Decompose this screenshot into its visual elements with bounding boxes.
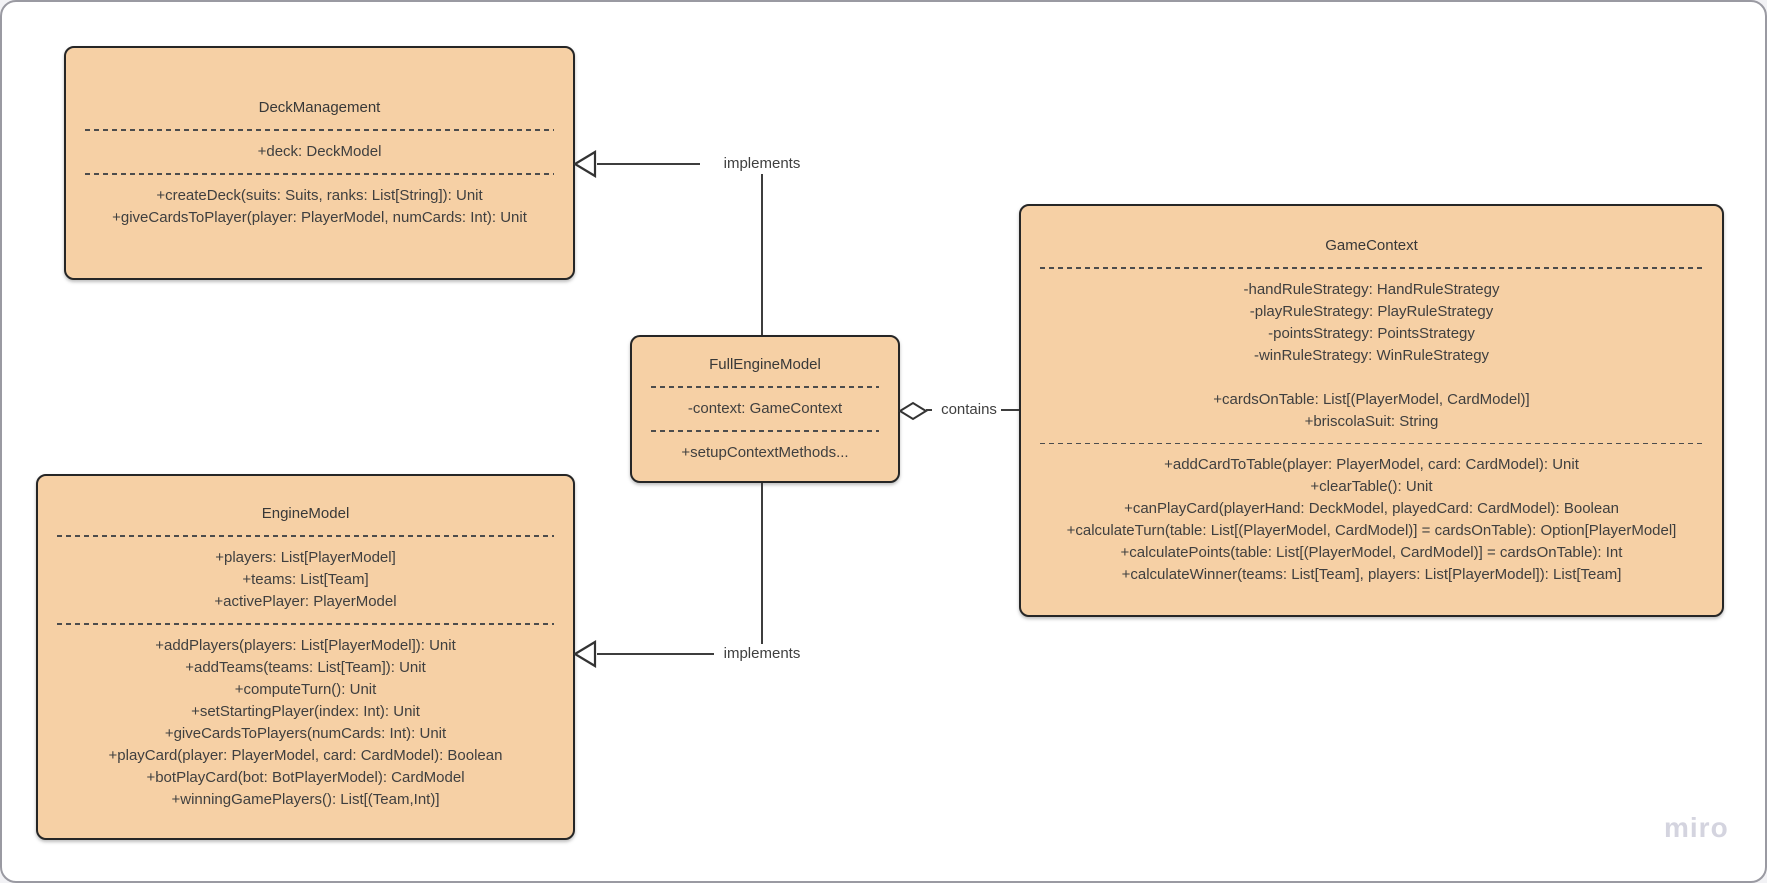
section-divider xyxy=(1040,266,1703,269)
aggregation-diamond-icon xyxy=(898,401,928,421)
member-row: -context: GameContext xyxy=(687,400,843,417)
class-title: EngineModel xyxy=(261,505,350,523)
member-row: +players: List[PlayerModel] xyxy=(215,549,396,566)
connector-label-implements-top[interactable]: implements xyxy=(700,154,824,174)
class-title: DeckManagement xyxy=(258,99,381,117)
member-row: -handRuleStrategy: HandRuleStrategy xyxy=(1243,280,1500,298)
member-row: +calculateWinner(teams: List[Team], play… xyxy=(1121,566,1622,584)
connector-label-implements-bottom[interactable]: implements xyxy=(700,644,824,664)
section-divider xyxy=(1040,442,1703,445)
connector-label-contains[interactable]: contains xyxy=(932,400,1006,420)
member-row: +giveCardsToPlayer(player: PlayerModel, … xyxy=(112,208,527,226)
member-row: -winRuleStrategy: WinRuleStrategy xyxy=(1253,346,1490,364)
member-row: +teams: List[Team] xyxy=(242,571,369,588)
member-row: +winningGamePlayers(): List[(Team,Int)] xyxy=(171,790,440,808)
attributes-list: -handRuleStrategy: HandRuleStrategy -play… xyxy=(1021,279,1722,433)
member-row: +addTeams(teams: List[Team]): Unit xyxy=(185,658,426,676)
attributes-list: +players: List[PlayerModel] +teams: List[… xyxy=(38,547,573,613)
miro-logo: miro xyxy=(1664,812,1729,843)
member-row: +setStartingPlayer(index: Int): Unit xyxy=(191,702,420,720)
connector-line[interactable] xyxy=(761,174,764,335)
class-title: GameContext xyxy=(1325,236,1418,254)
methods-list: +setupContextMethods... xyxy=(632,442,898,464)
section-divider xyxy=(651,386,879,388)
member-row: +clearTable(): Unit xyxy=(1310,478,1433,496)
member-row: +activePlayer: PlayerModel xyxy=(214,593,397,610)
member-row: +cardsOnTable: List[(PlayerModel, CardMo… xyxy=(1213,390,1530,408)
member-row: +createDeck(suits: Suits, ranks: List[St… xyxy=(156,186,483,204)
member-row: +computeTurn(): Unit xyxy=(234,680,377,698)
member-row: +calculatePoints(table: List[(PlayerMode… xyxy=(1120,544,1623,562)
class-box-enginemodel[interactable]: EngineModel +players: List[PlayerModel]+… xyxy=(36,474,575,840)
class-title: FullEngineModel xyxy=(709,356,821,374)
member-row: +giveCardsToPlayers(numCards: Int): Unit xyxy=(164,724,447,742)
section-divider xyxy=(651,430,879,432)
member-row: +playCard(player: PlayerModel, card: Car… xyxy=(108,746,503,764)
member-row: +calculateTurn(table: List[(PlayerModel,… xyxy=(1066,522,1677,540)
class-box-fullenginemodel[interactable]: FullEngineModel -context: GameContext +s… xyxy=(630,335,900,483)
member-row: -pointsStrategy: PointsStrategy xyxy=(1268,324,1475,342)
connector-line[interactable] xyxy=(597,653,714,656)
section-divider xyxy=(85,173,554,175)
member-row: +deck: DeckModel xyxy=(257,143,382,160)
section-divider xyxy=(85,129,554,131)
attributes-list: -context: GameContext xyxy=(632,398,898,420)
member-row: +canPlayCard(playerHand: DeckModel, play… xyxy=(1124,500,1619,518)
connector-line[interactable] xyxy=(597,163,714,166)
realization-arrowhead-icon xyxy=(573,640,597,668)
member-row xyxy=(1021,367,1722,389)
connector-line[interactable] xyxy=(926,409,936,412)
connector-line[interactable] xyxy=(1001,409,1019,412)
section-divider xyxy=(57,623,554,625)
connector-line[interactable] xyxy=(761,483,764,645)
class-box-gamecontext[interactable]: GameContext -handRuleStrategy: HandRuleS… xyxy=(1019,204,1724,617)
attributes-list: +deck: DeckModel xyxy=(66,141,573,163)
member-row: -playRuleStrategy: PlayRuleStrategy xyxy=(1249,302,1494,320)
methods-list: +addCardToTable(player: PlayerModel, car… xyxy=(1021,454,1722,586)
methods-list: +addPlayers(players: List[PlayerModel]):… xyxy=(38,635,573,811)
member-row: +botPlayCard(bot: BotPlayerModel): CardM… xyxy=(146,768,465,786)
member-row: +setupContextMethods... xyxy=(681,443,849,461)
class-box-deckmanagement[interactable]: DeckManagement +deck: DeckModel +createD… xyxy=(64,46,575,280)
methods-list: +createDeck(suits: Suits, ranks: List[St… xyxy=(66,185,573,229)
member-row: +addCardToTable(player: PlayerModel, car… xyxy=(1164,456,1579,474)
realization-arrowhead-icon xyxy=(573,150,597,178)
member-row: +briscolaSuit: String xyxy=(1304,412,1439,430)
section-divider xyxy=(57,535,554,537)
member-row: +addPlayers(players: List[PlayerModel]):… xyxy=(155,636,456,654)
